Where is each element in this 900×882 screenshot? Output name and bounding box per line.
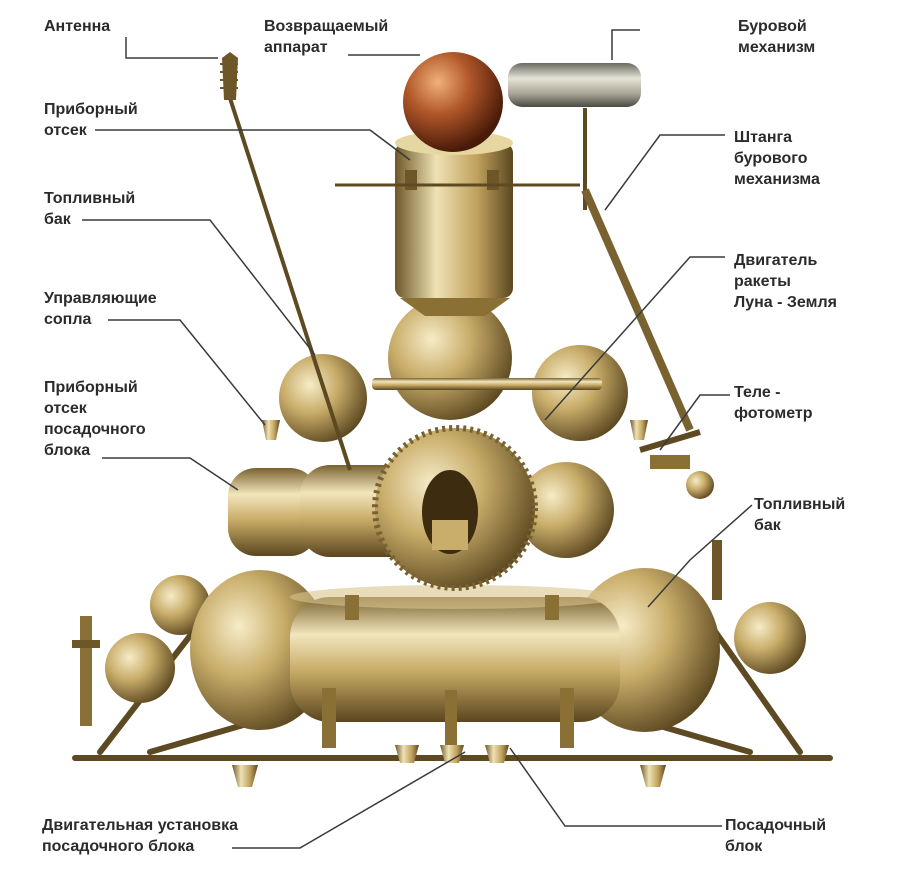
label-line: Двигательная установка	[42, 817, 239, 834]
label-line: отсек	[44, 400, 87, 417]
label-drill-rod: Штанга бурового механизма	[734, 127, 820, 190]
label-line: сопла	[44, 311, 92, 328]
label-line: Посадочный	[725, 817, 827, 834]
leader-antenna	[125, 37, 218, 59]
antenna	[220, 52, 352, 471]
leader-fuel-tank-left	[82, 219, 316, 356]
return-rocket-engine-housing	[372, 425, 538, 591]
label-line: Теле -	[734, 384, 781, 401]
leader-landing-instrument	[102, 457, 239, 491]
label-fuel-tank-right: Топливный бак	[754, 494, 845, 536]
label-engine-luna-earth: Двигатель ракеты Луна - Земля	[734, 250, 837, 313]
label-line: Штанга	[734, 129, 793, 146]
label-instrument-compartment: Приборный отсек	[44, 99, 138, 141]
label-landing-engine: Двигательная установка посадочного блока	[42, 815, 238, 857]
label-line: Луна - Земля	[734, 294, 837, 311]
label-line: механизм	[738, 39, 816, 56]
leader-lines	[82, 29, 753, 849]
leader-drill	[611, 29, 640, 60]
label-line: бак	[754, 517, 781, 534]
label-line: механизма	[734, 171, 820, 188]
label-fuel-tank-left: Топливный бак	[44, 188, 135, 230]
leader-control-nozzles	[108, 319, 266, 426]
label-line: посадочного блока	[42, 838, 195, 855]
label-return-capsule: Возвращаемый аппарат	[264, 16, 388, 58]
label-telephotometer: Теле - фотометр	[734, 382, 812, 424]
label-line: Двигатель	[734, 252, 818, 269]
label-landing-instrument-compartment: Приборный отсек посадочного блока	[44, 377, 146, 461]
label-line: ракеты	[734, 273, 791, 290]
label-line: бак	[44, 211, 71, 228]
label-line: Приборный	[44, 101, 138, 118]
label-landing-block: Посадочный блок	[725, 815, 826, 857]
label-line: блок	[725, 838, 763, 855]
label-line: аппарат	[264, 39, 328, 56]
label-line: Возвращаемый	[264, 18, 389, 35]
leader-instrument-compartment	[95, 129, 411, 161]
leader-landing-block	[509, 747, 722, 827]
leader-drill-rod	[604, 134, 725, 211]
fuel-tanks-upper	[279, 296, 628, 442]
leader-fuel-tank-right	[647, 504, 753, 608]
label-drill-mechanism: Буровой механизм	[738, 16, 815, 58]
instrument-compartment	[335, 131, 580, 316]
label-antenna: Антенна	[44, 16, 110, 37]
drill-mechanism	[508, 63, 701, 453]
leader-landing-engine	[232, 751, 466, 849]
control-nozzles	[262, 420, 648, 440]
label-line: Приборный	[44, 379, 138, 396]
return-capsule	[403, 52, 503, 152]
label-line: блока	[44, 442, 91, 459]
label-line: отсек	[44, 122, 87, 139]
landing-block	[72, 568, 833, 787]
label-line: посадочного	[44, 421, 146, 438]
telephotometer	[650, 455, 722, 600]
label-line: бурового	[734, 150, 808, 167]
label-line: Топливный	[44, 190, 136, 207]
label-line: Управляющие	[44, 290, 157, 307]
label-line: Буровой	[738, 18, 807, 35]
label-line: фотометр	[734, 405, 813, 422]
label-control-nozzles: Управляющие сопла	[44, 288, 157, 330]
leader-engine	[544, 256, 725, 421]
label-line: Антенна	[44, 18, 111, 35]
label-line: Топливный	[754, 496, 846, 513]
leader-telephotometer	[659, 394, 730, 451]
